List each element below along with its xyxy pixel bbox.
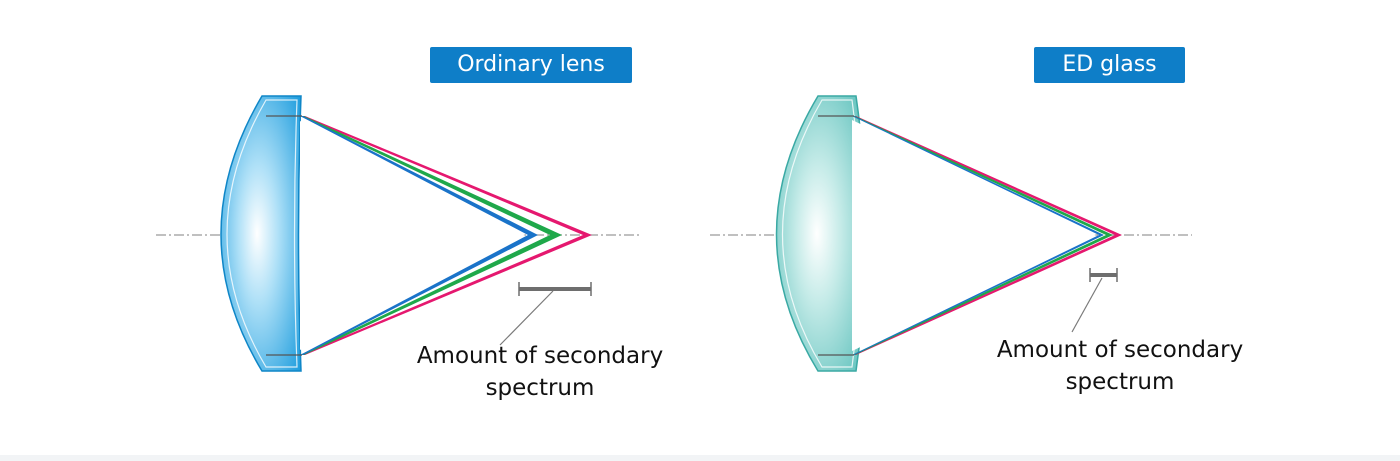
ray-interior <box>852 120 1096 351</box>
caption-leader-line <box>499 290 554 346</box>
ordinary-lens-title: Ordinary lens <box>430 47 632 83</box>
caption-line-2: spectrum <box>1065 369 1175 395</box>
secondary-spectrum-scale-bar <box>1089 268 1118 282</box>
ordinary-lens-panel <box>156 95 640 372</box>
light-rays <box>266 115 592 356</box>
ed-caption: Amount of secondary spectrum <box>960 334 1280 398</box>
ordinary-caption: Amount of secondary spectrum <box>380 340 700 404</box>
lens-outline <box>226 99 298 368</box>
caption-line-1: Amount of secondary <box>416 343 664 369</box>
ray-interior <box>300 121 525 350</box>
ed-glass-title: ED glass <box>1034 47 1185 83</box>
caption-line-2: spectrum <box>485 375 595 401</box>
light-rays <box>818 115 1122 356</box>
secondary-spectrum-scale-bar <box>518 282 592 296</box>
footer-strip <box>0 455 1400 461</box>
caption-leader-line <box>1071 277 1103 333</box>
ed-glass-panel <box>710 95 1192 372</box>
caption-line-1: Amount of secondary <box>996 337 1244 363</box>
ordinary-lens-element <box>220 95 302 372</box>
